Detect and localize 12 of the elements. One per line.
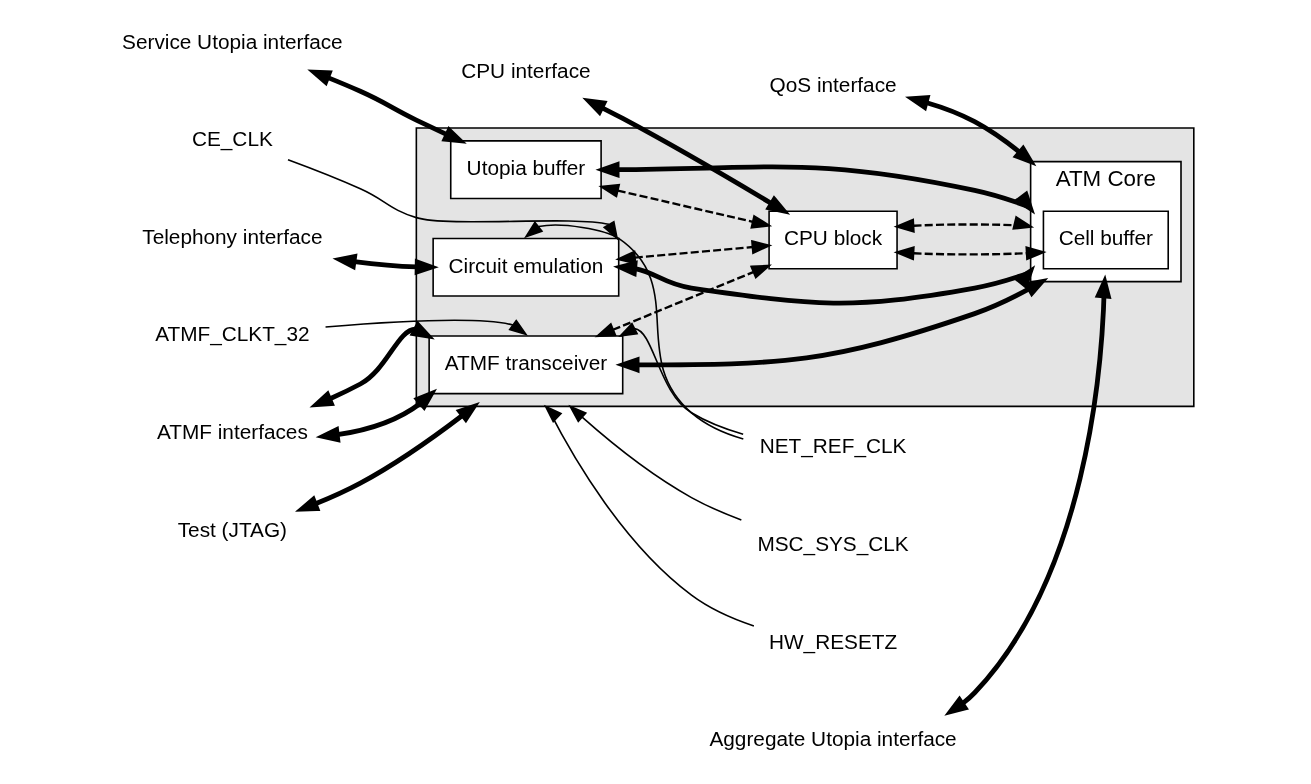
node-text: HW_RESETZ xyxy=(768,629,898,653)
node-text: Service Utopia interface xyxy=(122,29,343,53)
node-text: MSC_SYS_CLK xyxy=(757,532,909,556)
node-text: QoS interface xyxy=(769,72,897,96)
node-text: Aggregate Utopia interface xyxy=(709,727,957,751)
node-text: ATMF_CLKT_32 xyxy=(155,322,310,346)
node-text: Telephony interface xyxy=(142,224,323,248)
node-text: NET_REF_CLK xyxy=(759,434,907,458)
node-text: CE_CLK xyxy=(191,127,273,151)
node-text: CPU interface xyxy=(461,58,591,82)
node-text: Test (JTAG) xyxy=(177,517,288,541)
node-text: ATMF interfaces xyxy=(156,420,308,444)
